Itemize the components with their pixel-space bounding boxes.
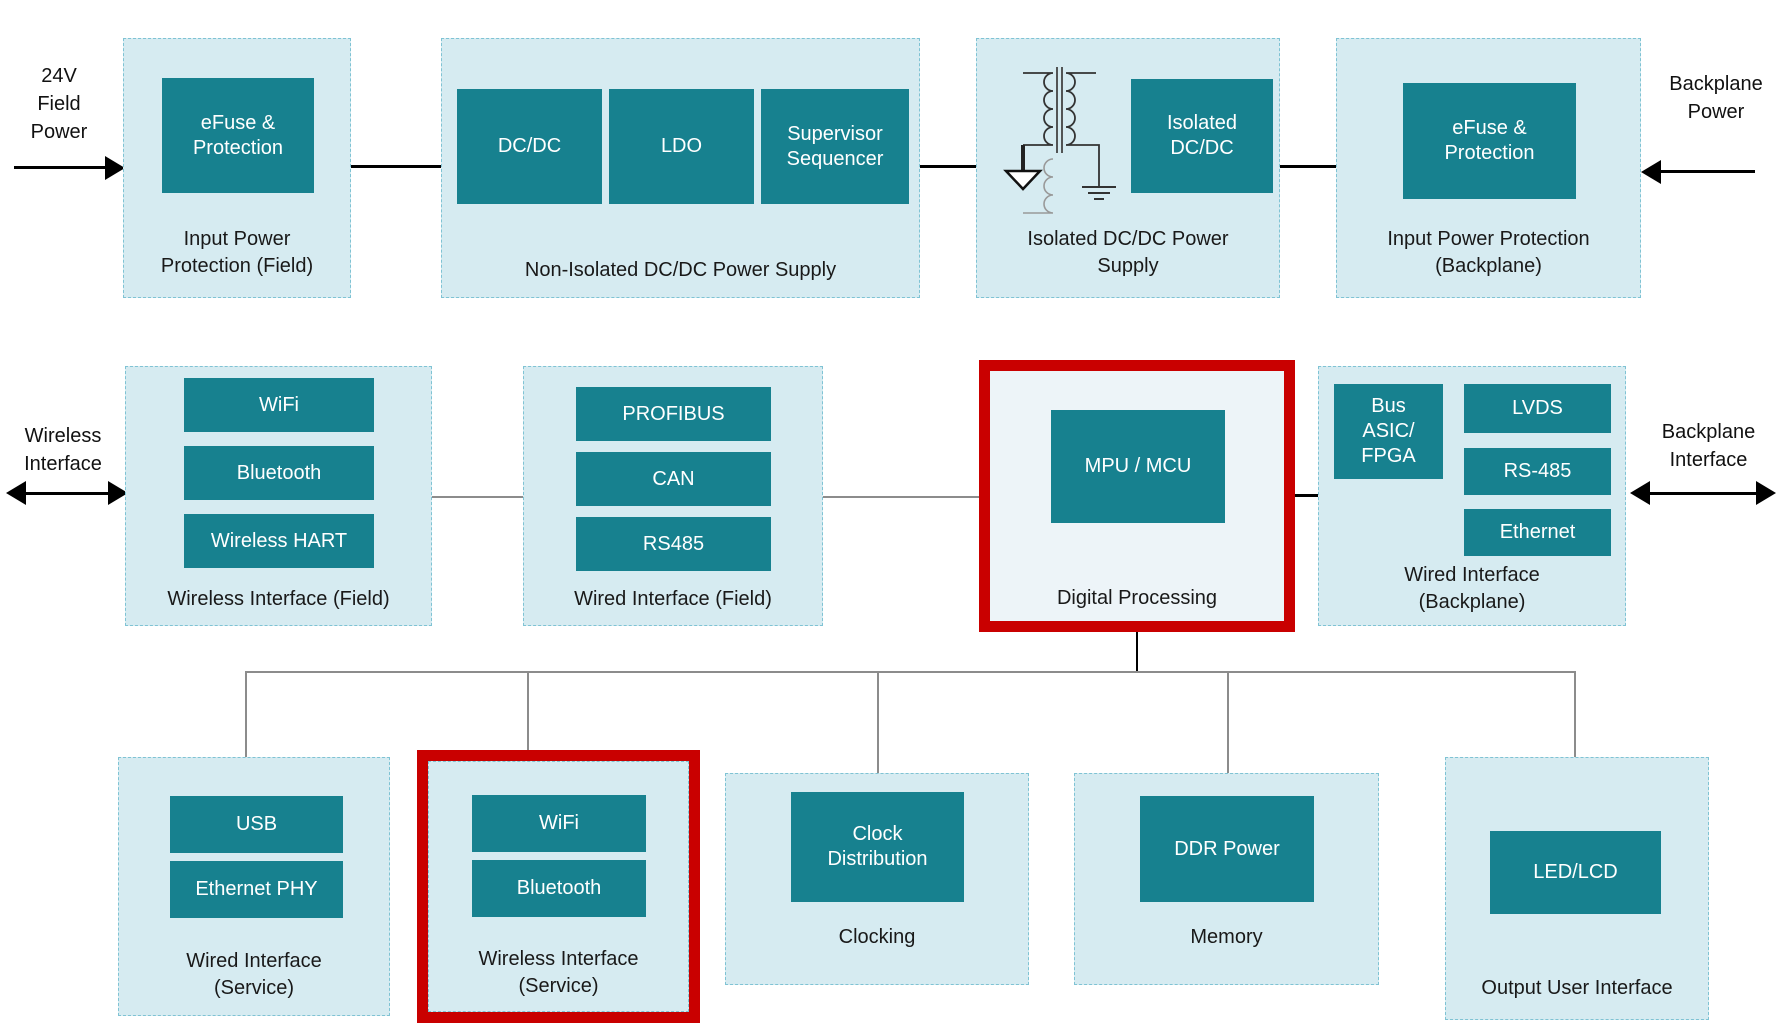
group-caption: Wired Interface (Service) [186, 950, 322, 999]
group-clocking: Clock Distribution Clocking [725, 773, 1029, 985]
arrow-left-icon [1641, 160, 1661, 184]
group-input-power-protection-backplane: eFuse & Protection Input Power Protectio… [1336, 38, 1641, 298]
connector-line [1227, 671, 1229, 773]
block-efuse-protection[interactable]: eFuse & Protection [162, 78, 314, 193]
double-arrow-right-icon [1756, 481, 1776, 505]
block-can[interactable]: CAN [576, 452, 771, 506]
block-supervisor-sequencer[interactable]: Supervisor Sequencer [761, 89, 909, 204]
group-caption: Wired Interface (Field) [574, 587, 772, 610]
group-caption: Isolated DC/DC Power Supply [1027, 228, 1229, 277]
group-non-isolated-dcdc-power-supply: DC/DC LDO Supervisor Sequencer Non-Isola… [441, 38, 920, 298]
group-caption: Memory [1190, 925, 1263, 948]
group-output-user-interface: LED/LCD Output User Interface [1445, 757, 1709, 1020]
group-wired-interface-field: PROFIBUS CAN RS485 Wired Interface (Fiel… [523, 366, 823, 626]
ground-icon [1082, 186, 1116, 200]
group-caption: Wireless Interface (Field) [167, 587, 390, 610]
field-power-arrow-shaft [14, 166, 108, 169]
block-ddr-power[interactable]: DDR Power [1140, 796, 1314, 902]
block-wireless-hart[interactable]: Wireless HART [184, 514, 374, 568]
connector-line [1574, 671, 1576, 757]
connector-line [351, 165, 441, 168]
group-caption: Input Power Protection (Field) [160, 228, 314, 277]
connector-line [1136, 632, 1138, 672]
connector-line [877, 671, 879, 773]
connector-line [245, 671, 247, 757]
connector-line [432, 496, 523, 498]
wireless-service-body: WiFi Bluetooth Wireless Interface (Servi… [428, 761, 689, 1012]
block-profibus[interactable]: PROFIBUS [576, 387, 771, 441]
group-caption: Input Power Protection (Backplane) [1387, 228, 1590, 277]
connector-bus-line [245, 671, 1576, 673]
backplane-power-arrow-shaft [1659, 170, 1755, 173]
group-digital-processing-highlighted: MPU / MCU Digital Processing [979, 360, 1295, 632]
group-isolated-dcdc-power-supply: Isolated DC/DC Isolated DC/DC Power Supp… [976, 38, 1280, 298]
connector-line [1295, 494, 1318, 497]
block-clock-distribution[interactable]: Clock Distribution [791, 792, 964, 902]
label-wireless-interface: Wireless Interface [24, 425, 102, 475]
ground-arrow-icon [1003, 169, 1043, 191]
block-bluetooth[interactable]: Bluetooth [184, 446, 374, 500]
double-arrow-right-icon [108, 481, 128, 505]
group-caption: Wired Interface (Backplane) [1404, 564, 1540, 613]
group-wireless-interface-service-highlighted: WiFi Bluetooth Wireless Interface (Servi… [417, 750, 700, 1023]
block-ethernet-phy[interactable]: Ethernet PHY [170, 861, 343, 918]
backplane-interface-arrow-shaft [1646, 492, 1760, 495]
block-dcdc[interactable]: DC/DC [457, 89, 602, 204]
group-caption: Non-Isolated DC/DC Power Supply [524, 258, 837, 281]
block-wifi[interactable]: WiFi [472, 795, 646, 852]
block-led-lcd[interactable]: LED/LCD [1490, 831, 1661, 914]
block-efuse-protection[interactable]: eFuse & Protection [1403, 83, 1576, 199]
block-ethernet[interactable]: Ethernet [1464, 509, 1611, 556]
group-wireless-interface-field: WiFi Bluetooth Wireless HART Wireless In… [125, 366, 432, 626]
block-wifi[interactable]: WiFi [184, 378, 374, 432]
block-lvds[interactable]: LVDS [1464, 384, 1611, 433]
group-caption: Digital Processing [1056, 586, 1218, 609]
double-arrow-left-icon [6, 481, 26, 505]
group-caption: Output User Interface [1481, 976, 1673, 999]
wireless-interface-arrow-shaft [22, 492, 112, 495]
group-caption: Clocking [838, 925, 916, 948]
block-ldo[interactable]: LDO [609, 89, 754, 204]
group-input-power-protection-field: eFuse & Protection Input Power Protectio… [123, 38, 351, 298]
label-backplane-power: Backplane Power [1669, 73, 1763, 123]
connector-line [823, 496, 979, 498]
digital-processing-body: MPU / MCU Digital Processing [990, 371, 1284, 621]
label-backplane-interface: Backplane Interface [1661, 421, 1756, 471]
block-bluetooth[interactable]: Bluetooth [472, 860, 646, 917]
connector-line [1280, 165, 1336, 168]
connector-line [920, 165, 976, 168]
block-rs485[interactable]: RS485 [576, 517, 771, 571]
label-24v-field-power: 24V Field Power [30, 65, 88, 143]
group-caption: Wireless Interface (Service) [478, 948, 639, 997]
double-arrow-left-icon [1630, 481, 1650, 505]
connector-line [527, 671, 529, 750]
transformer-icon [1003, 67, 1116, 214]
block-bus-asic-fpga[interactable]: Bus ASIC/ FPGA [1334, 384, 1443, 479]
block-isolated-dcdc[interactable]: Isolated DC/DC [1131, 79, 1273, 193]
group-wired-interface-service: USB Ethernet PHY Wired Interface (Servic… [118, 757, 390, 1016]
group-wired-interface-backplane: Bus ASIC/ FPGA LVDS RS-485 Ethernet Wire… [1318, 366, 1626, 626]
block-mpu-mcu[interactable]: MPU / MCU [1051, 410, 1225, 523]
group-memory: DDR Power Memory [1074, 773, 1379, 985]
block-usb[interactable]: USB [170, 796, 343, 853]
block-rs-485[interactable]: RS-485 [1464, 448, 1611, 495]
arrow-right-icon [105, 156, 125, 180]
